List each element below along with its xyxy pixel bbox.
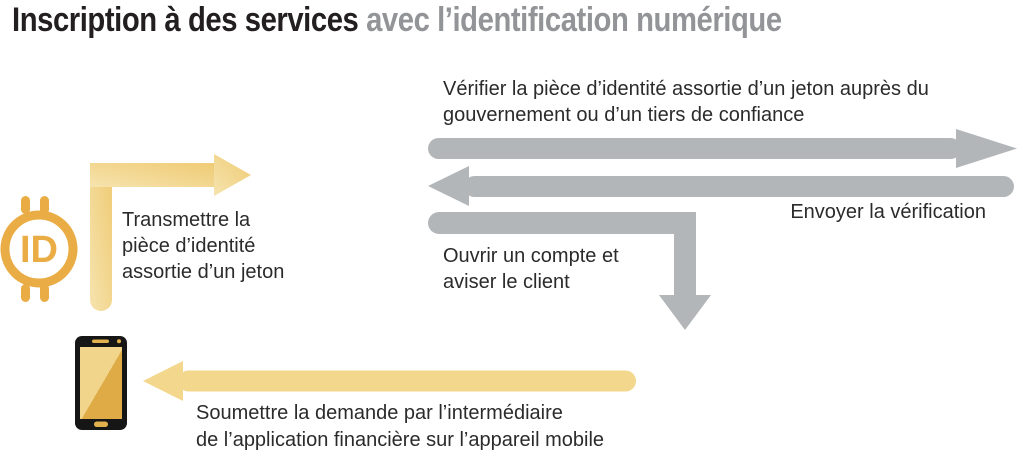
step-submit-request-line1: Soumettre la demande par l’intermédiaire xyxy=(196,402,563,424)
id-icon-label: ID xyxy=(20,229,58,271)
page-title-primary: Inscription à des services xyxy=(12,1,359,39)
arrow-transmit-up-right xyxy=(90,154,251,311)
step-send-verification-label: Envoyer la vérification xyxy=(790,201,986,223)
step-submit-request-line2: de l’application financière sur l’appare… xyxy=(196,429,605,451)
step-transmit-line2: pièce d’identité xyxy=(122,235,256,257)
step-transmit-label: Transmettre la pièce d’identité assortie… xyxy=(122,207,284,285)
phone-home-button xyxy=(94,421,108,427)
step-verify-label: Vérifier la pièce d’identité assortie d’… xyxy=(443,76,929,128)
phone-camera-dot xyxy=(117,339,121,344)
page-title: Inscription à des services avec l’identi… xyxy=(12,1,782,40)
step-transmit-line1: Transmettre la xyxy=(122,209,251,231)
mobile-phone-icon xyxy=(75,336,127,430)
step-verify-line1: Vérifier la pièce d’identité assortie d’… xyxy=(443,78,929,100)
arrow-verify-right xyxy=(428,129,1017,168)
phone-speaker xyxy=(92,339,109,343)
step-open-account-line1: Ouvrir un compte et xyxy=(443,245,619,267)
step-open-account-label: Ouvrir un compte et aviser le client xyxy=(443,243,619,295)
digital-id-coin-icon: ID xyxy=(0,196,78,302)
arrow-open-account-down xyxy=(428,212,711,330)
step-transmit-line3: assortie d’un jeton xyxy=(122,261,285,283)
page-title-secondary: avec l’identification numérique xyxy=(358,1,782,39)
step-submit-request-label: Soumettre la demande par l’intermédiaire… xyxy=(196,400,604,454)
step-verify-line2: gouvernement ou d’un tiers de confiance xyxy=(443,104,805,126)
arrow-submit-left xyxy=(143,361,636,401)
arrow-send-verification-left xyxy=(428,166,1014,206)
step-open-account-line2: aviser le client xyxy=(443,271,570,293)
